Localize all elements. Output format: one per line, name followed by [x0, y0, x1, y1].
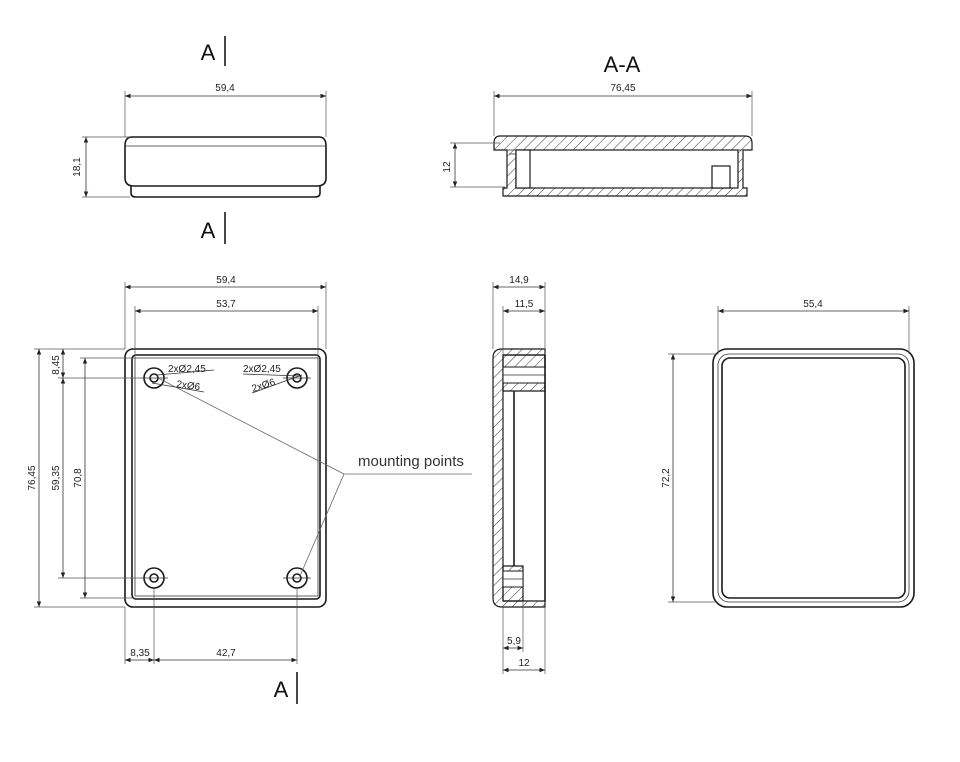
side-outer-dim: 14,9: [509, 275, 529, 286]
front-width-dim: 59,4: [215, 83, 235, 94]
side-section-view: 14,9 11,5 5,9 12: [492, 275, 546, 674]
plan-view: 2xØ2,45 2xØ6 2xØ2,45 2xØ6 59,4 53,7 76,4…: [27, 275, 327, 704]
lid-width-dim: 55,4: [803, 299, 823, 310]
plan-inner-height-dim: 70,8: [73, 468, 84, 488]
plan-inner-width-dim: 53,7: [216, 299, 236, 310]
mounting-points-annotation: mounting points: [157, 377, 472, 577]
lid-view: 55,4 72,2: [661, 299, 915, 608]
section-width-dim: 76,45: [610, 83, 635, 94]
side-bottom-a-dim: 5,9: [507, 636, 521, 647]
plan-total-height-dim: 76,45: [27, 465, 38, 490]
plan-hole-spacing-h-dim: 42,7: [216, 648, 236, 659]
side-inner-dim: 11,5: [515, 299, 534, 310]
plan-outer-width-dim: 59,4: [216, 275, 236, 286]
hole-callout-right-small: 2xØ2,45: [243, 364, 281, 375]
section-title: A-A: [604, 52, 641, 77]
mounting-points-label: mounting points: [358, 453, 464, 470]
plan-left-offset-dim: 8,35: [130, 648, 150, 659]
plan-hole-spacing-v-dim: 59,35: [51, 465, 62, 490]
section-height-dim: 12: [442, 161, 453, 173]
section-mark-bottom: A: [201, 218, 216, 243]
section-mark-top: A: [201, 40, 216, 65]
plan-top-offset-dim: 8,45: [51, 355, 62, 375]
lid-height-dim: 72,2: [661, 468, 672, 488]
hole-callout-left-small: 2xØ2,45: [168, 364, 206, 375]
side-bottom-b-dim: 12: [518, 658, 530, 669]
front-height-dim: 18,1: [72, 157, 83, 177]
hole-callout-left-large: 2xØ6: [176, 379, 202, 393]
section-view: A-A 76,45 12: [442, 52, 753, 197]
hole-callout-right-large: 2xØ6: [251, 377, 278, 395]
section-mark-plan: A: [274, 677, 289, 702]
front-view: 59,4 18,1 A A: [72, 36, 327, 244]
